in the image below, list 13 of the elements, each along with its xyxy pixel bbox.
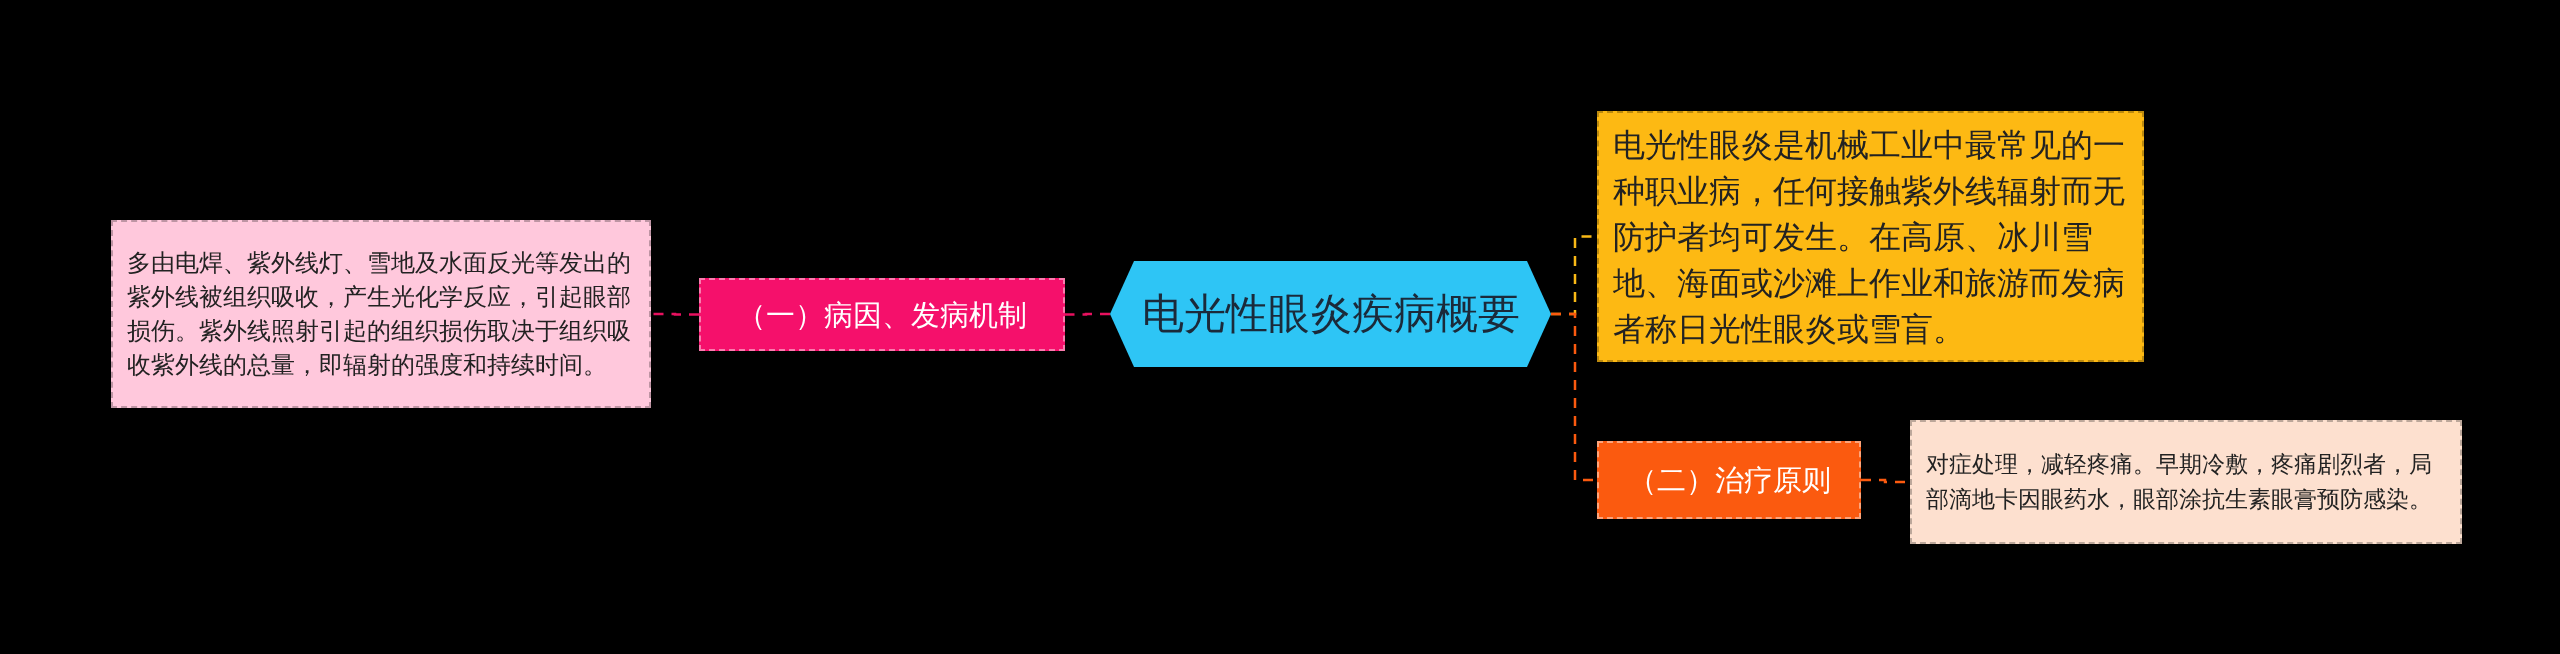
note-box	[1597, 111, 2144, 362]
topic-title: 电光性眼炎疾病概要	[1141, 289, 1520, 339]
note-text: 电光性眼炎是机械工业中最常见的一种职业病，任何接触紫外线辐射而无防护者均可发生。在高原、冰川雪地、海面或沙滩上作业和旅游而发病者称日光性眼炎或雪盲。	[1613, 124, 2126, 350]
note-text: 对症处理，减轻疼痛。早期冷敷，疼痛剧烈者，局部滴地卡因眼药水，眼部涂抗生素眼膏预防感染。	[1926, 450, 2433, 514]
note-box	[1910, 420, 2462, 544]
note-text: 多由电焊、紫外线灯、雪地及水面反光等发出的紫外线被组织吸收，产生光化学反应，引起眼部损伤。紫外线照射引起的组织损伤取决于组织吸收紫外线的总量，即辐射的强度和持续时间。	[127, 248, 632, 381]
branch-box	[699, 278, 1065, 351]
branch-box	[1597, 441, 1861, 519]
note-box	[111, 220, 651, 408]
branch-title: （一）病因、发病机制	[737, 296, 1027, 333]
connector-line	[1065, 312, 1110, 316]
branch-title: （二）治疗原则	[1627, 462, 1831, 498]
connector-line	[651, 312, 699, 316]
